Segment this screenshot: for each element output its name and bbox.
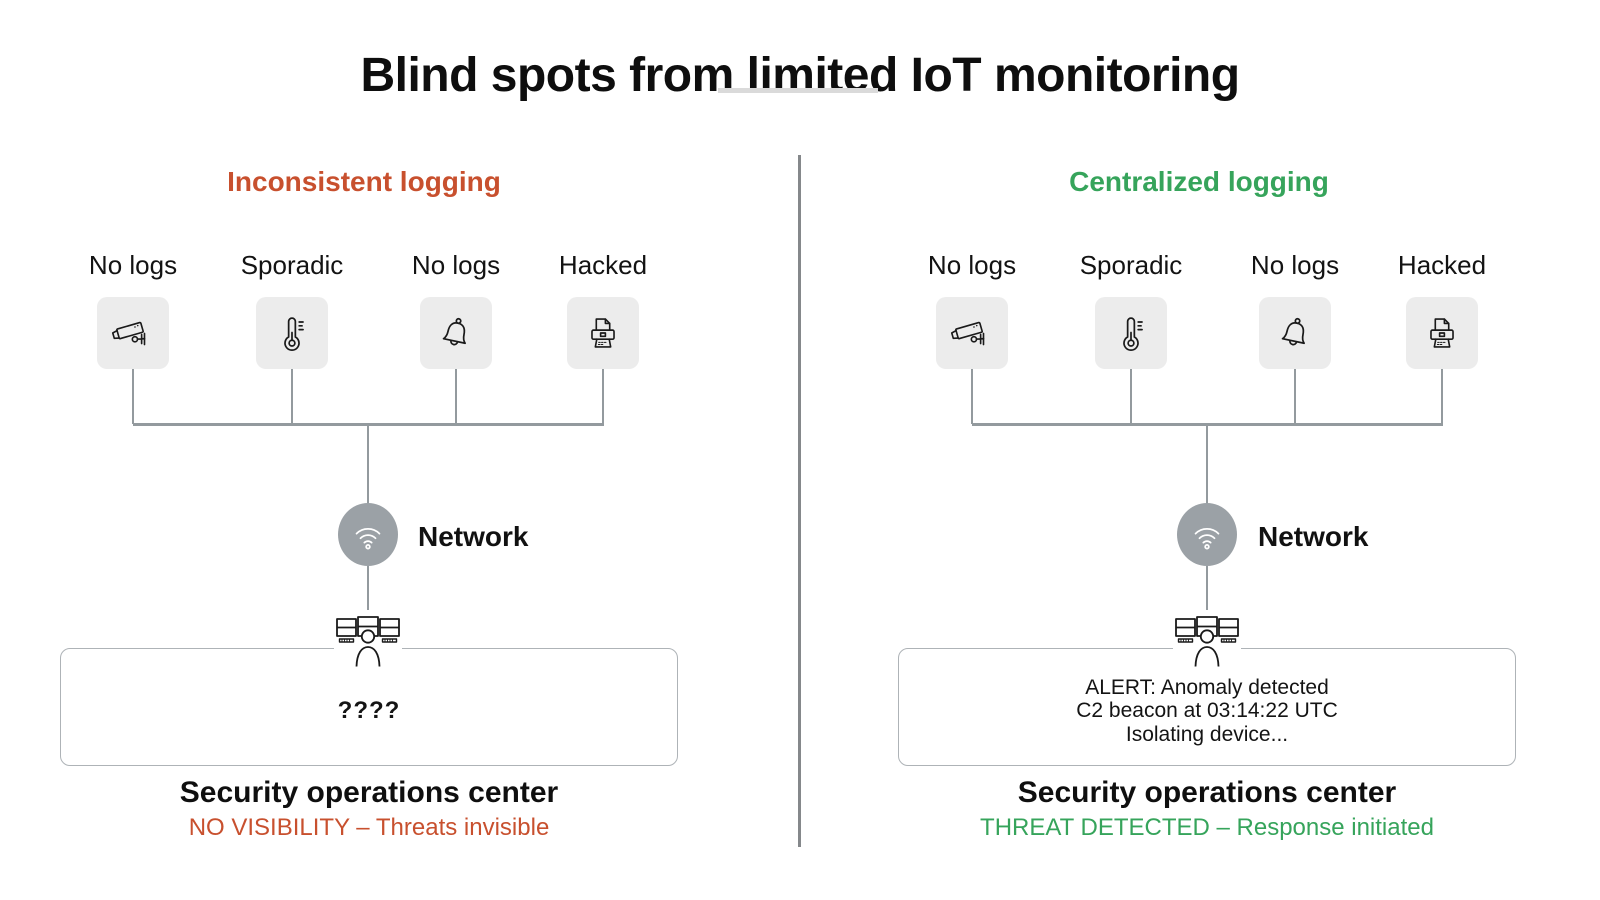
bell-icon (433, 310, 479, 356)
connector-line (367, 426, 369, 504)
console-text: ???? (337, 697, 401, 725)
connector-line (132, 369, 134, 424)
wifi-icon (1185, 513, 1229, 557)
printer-icon (1419, 310, 1465, 356)
connector-line (1441, 369, 1443, 424)
network-label: Network (1258, 521, 1369, 552)
soc-label: Security operations center (179, 776, 559, 809)
console-alert-line: Isolating device... (1125, 722, 1289, 746)
device-tile-camera (936, 297, 1008, 369)
connector-line (1294, 369, 1296, 424)
connector-line (1206, 566, 1208, 616)
wifi-icon (346, 513, 390, 557)
device-label: Hacked (558, 250, 648, 280)
device-label: Sporadic (1079, 250, 1183, 280)
network-node (338, 503, 398, 566)
device-label: No logs (88, 250, 178, 280)
connector-line (602, 369, 604, 424)
panel-divider (798, 155, 801, 847)
device-tile-bell (1259, 297, 1331, 369)
status-text: NO VISIBILITY – Threats invisible (188, 814, 550, 841)
device-tile-camera (97, 297, 169, 369)
connector-line (1206, 426, 1208, 504)
thermometer-icon (269, 310, 315, 356)
status-text: THREAT DETECTED – Response initiated (980, 814, 1434, 841)
device-label: No logs (927, 250, 1017, 280)
network-node (1177, 503, 1237, 566)
security-camera-icon (949, 310, 995, 356)
connector-bus (972, 423, 1443, 426)
connector-line (367, 566, 369, 616)
page-title: Blind spots from limited IoT monitoring (360, 49, 1240, 103)
connector-line (291, 369, 293, 424)
soc-label: Security operations center (1017, 776, 1397, 809)
title-underline (718, 88, 878, 93)
device-tile-printer (567, 297, 639, 369)
connector-line (1130, 369, 1132, 424)
device-tile-bell (420, 297, 492, 369)
network-label: Network (418, 521, 529, 552)
device-label: No logs (411, 250, 501, 280)
thermometer-icon (1108, 310, 1154, 356)
connector-line (455, 369, 457, 424)
device-tile-thermometer (256, 297, 328, 369)
printer-icon (580, 310, 626, 356)
device-label: Sporadic (240, 250, 344, 280)
bell-icon (1272, 310, 1318, 356)
device-tile-printer (1406, 297, 1478, 369)
operator-monitors-icon (335, 610, 401, 668)
device-label: No logs (1250, 250, 1340, 280)
security-camera-icon (110, 310, 156, 356)
console-alert-line: C2 beacon at 03:14:22 UTC (1076, 699, 1338, 723)
workstation-icon (334, 610, 402, 668)
operator-monitors-icon (1174, 610, 1240, 668)
console-alert-line: ALERT: Anomaly detected (1085, 675, 1329, 699)
device-label: Hacked (1397, 250, 1487, 280)
panel-heading: Centralized logging (1069, 166, 1329, 197)
workstation-icon (1173, 610, 1241, 668)
connector-line (971, 369, 973, 424)
device-tile-thermometer (1095, 297, 1167, 369)
panel-heading: Inconsistent logging (227, 166, 501, 197)
connector-bus (133, 423, 604, 426)
